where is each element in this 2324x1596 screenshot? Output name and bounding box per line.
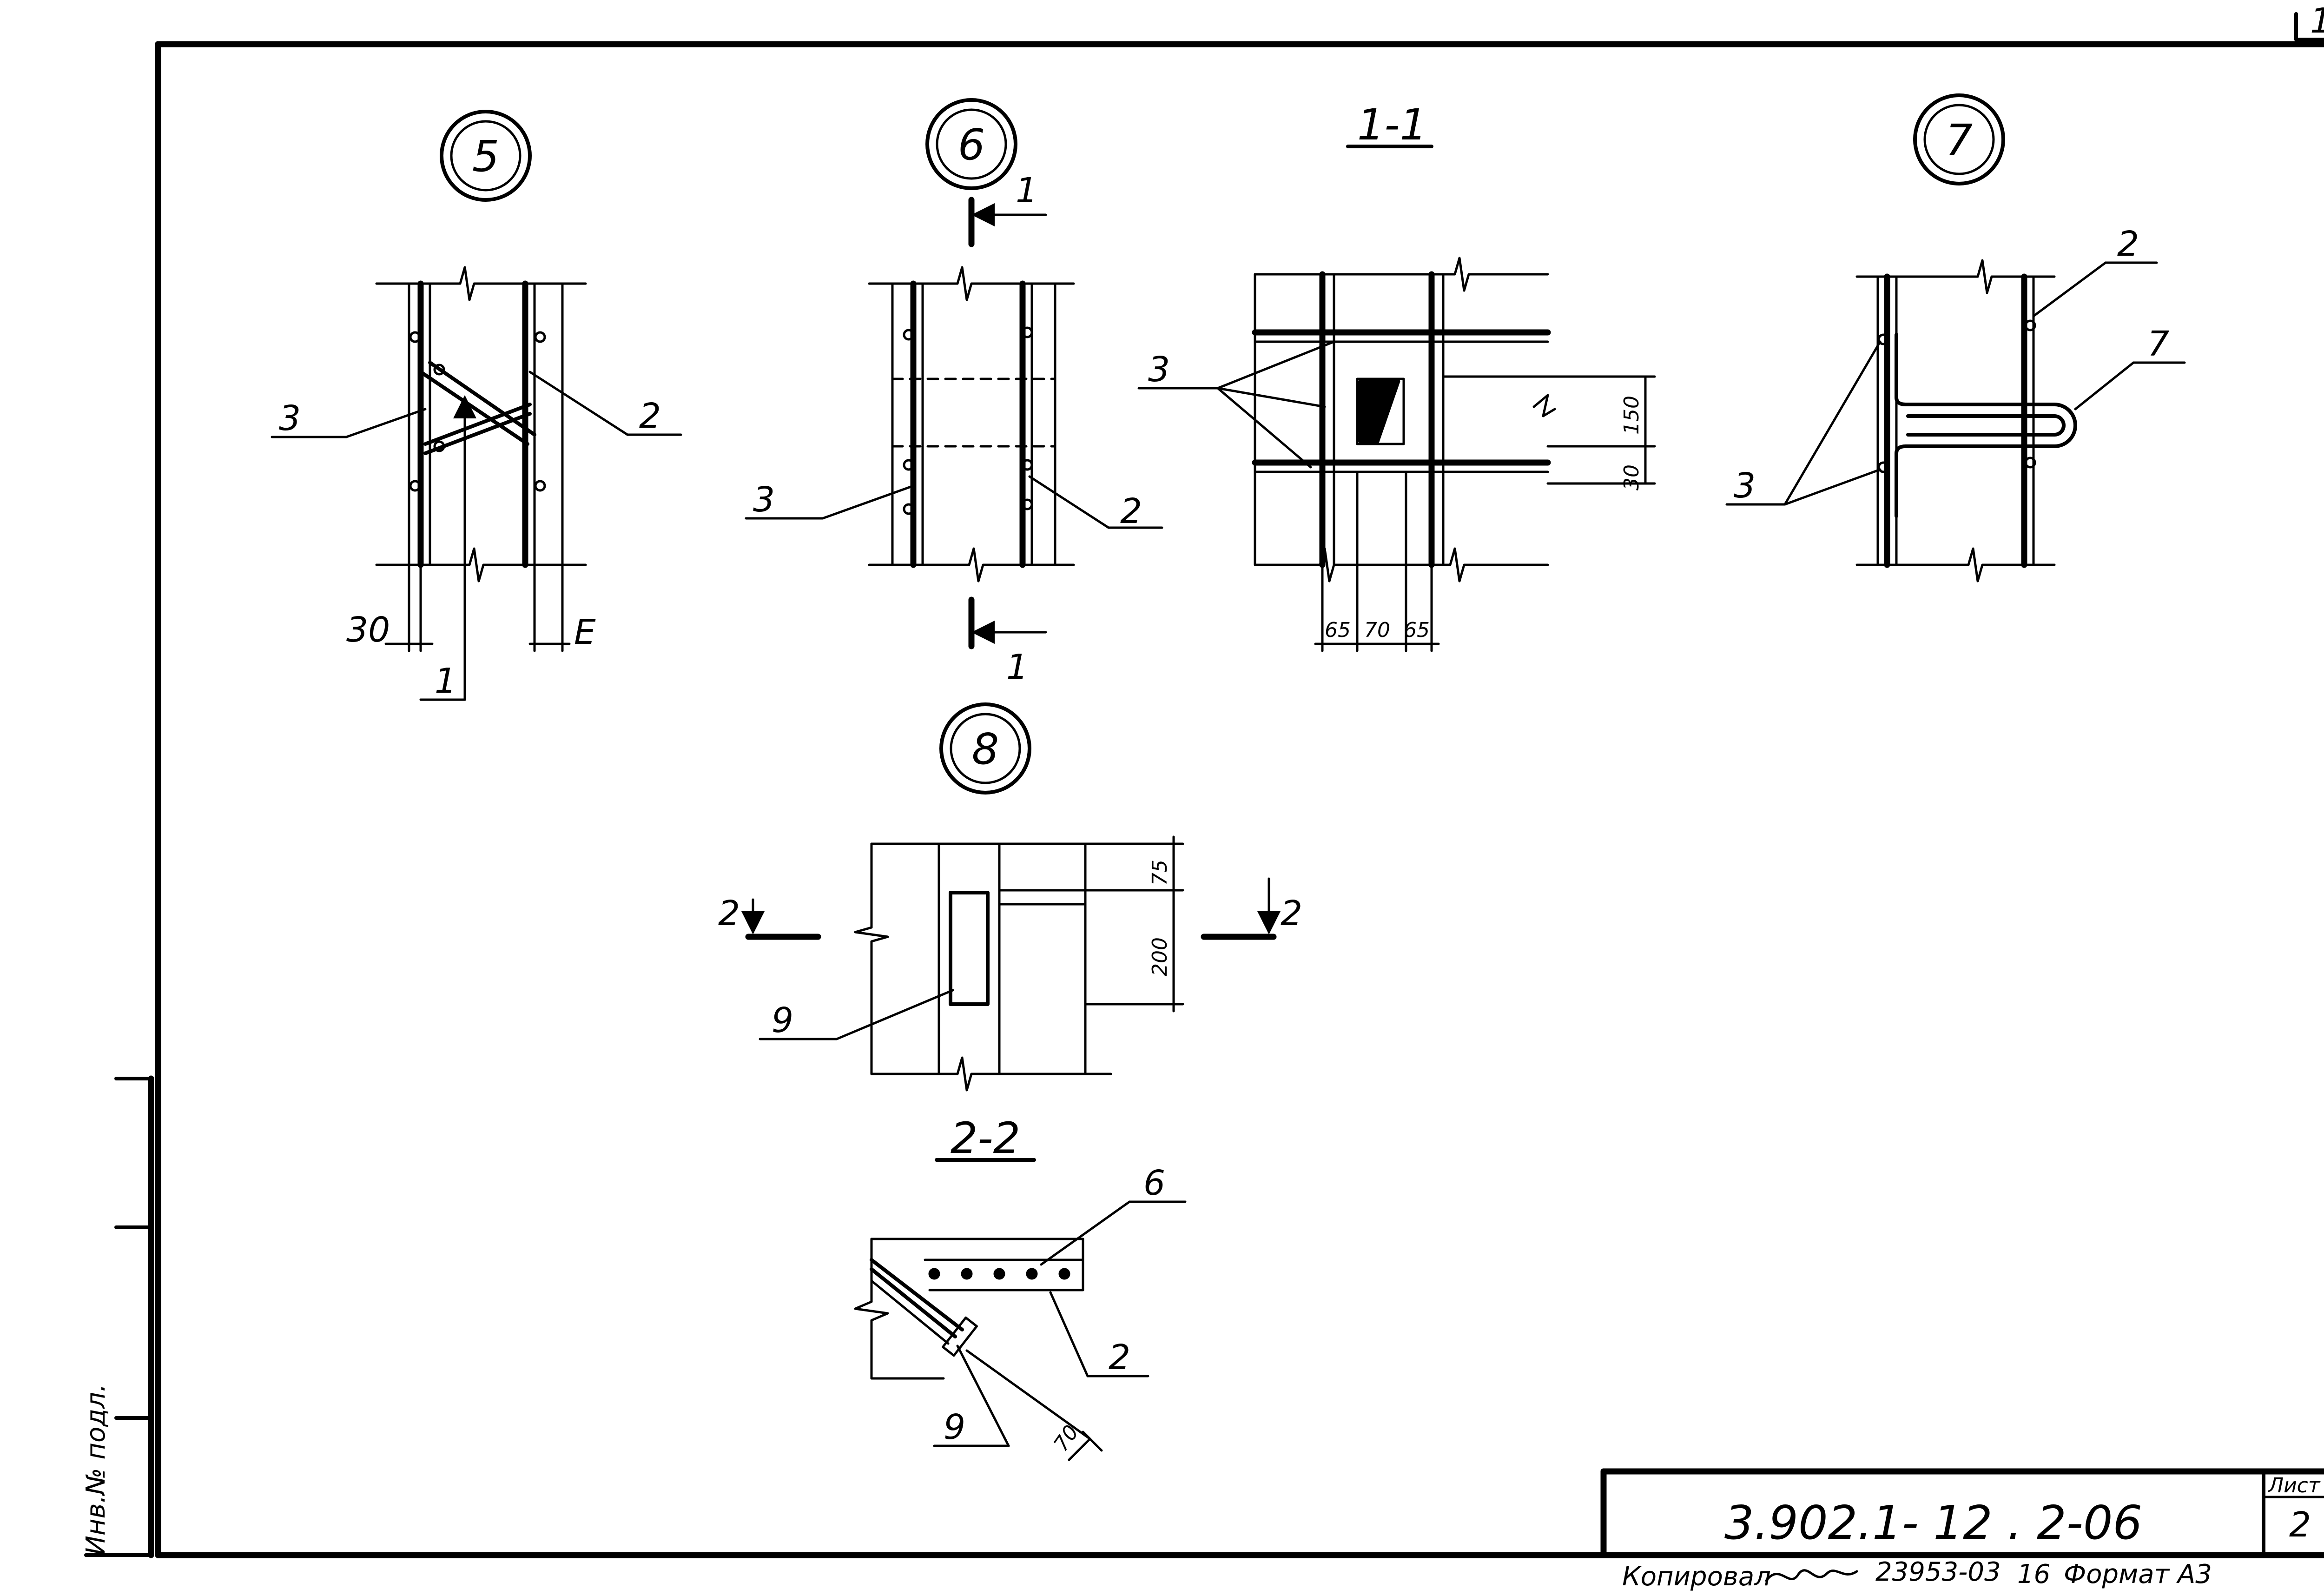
detail-6: 6 1 <box>745 98 1163 687</box>
detail-8-cut-right: 2 <box>1281 894 1302 934</box>
detail-7-leader-2: 2 <box>2117 224 2139 264</box>
detail-6-leader-3: 3 <box>753 480 775 520</box>
section-1-1-leader-3: 3 <box>1148 350 1170 390</box>
section-2-2: 2-2 <box>854 1113 1187 1461</box>
detail-5-number: 5 <box>472 132 500 181</box>
detail-8-dim-200: 200 <box>1148 937 1172 976</box>
detail-6-number: 6 <box>958 120 985 170</box>
detail-8-number: 8 <box>972 724 999 774</box>
footer-order-num: 16 <box>2017 1559 2050 1589</box>
sheet-corner-number: 15 <box>2310 1 2324 41</box>
section-1-1: 1-1 <box>1137 100 1656 652</box>
copier-signature <box>1765 1569 1858 1582</box>
footer-copied: Копировал <box>1622 1562 1771 1592</box>
section-1-1-dim-65b: 65 <box>1404 618 1430 642</box>
detail-5-dim-30: 30 <box>346 610 390 650</box>
section-1-1-title: 1-1 <box>1357 100 1427 150</box>
title-block <box>1600 1468 2324 1558</box>
footer-format: Формат А3 <box>2064 1559 2212 1589</box>
detail-8-cut-left: 2 <box>718 894 740 934</box>
footer-order: 23953-03 <box>1875 1557 2001 1587</box>
detail-8: 8 2 2 9 75 200 <box>718 702 1302 1092</box>
title-block-code: 3.902.1- 12 . 2-06 <box>1724 1496 2142 1550</box>
section-2-2-leader-9: 9 <box>944 1407 965 1447</box>
detail-6-section-top: 1 <box>1016 171 1037 211</box>
detail-7-leader-7: 7 <box>2147 324 2169 364</box>
section-1-1-dim-65a: 65 <box>1325 618 1351 642</box>
section-1-1-dim-70: 70 <box>1364 618 1390 642</box>
section-1-1-dim-30: 30 <box>1620 464 1644 490</box>
detail-5-dim-e: E <box>574 612 596 652</box>
detail-5-leader-3: 3 <box>279 398 301 438</box>
section-2-2-title: 2-2 <box>951 1113 1020 1163</box>
detail-7-number: 7 <box>1946 115 1973 165</box>
title-block-sheet-number: 2 <box>2289 1505 2311 1545</box>
title-block-sheet-label: Лист <box>2267 1474 2321 1497</box>
section-2-2-leader-2: 2 <box>1109 1338 1130 1377</box>
sheet-frame <box>84 12 2324 1558</box>
section-2-2-leader-6: 6 <box>1143 1163 1165 1203</box>
side-stamp: Инв.№ подл. <box>81 1384 111 1555</box>
detail-7: 7 2 7 3 <box>1725 93 2186 583</box>
detail-5-section-mark: 1 <box>435 661 456 701</box>
section-1-1-dim-150: 150 <box>1620 396 1644 435</box>
footer: Копировал 23953-03 16 Формат А3 <box>1622 1557 2212 1592</box>
detail-8-dim-75: 75 <box>1148 860 1172 886</box>
detail-5: 5 <box>271 110 682 701</box>
detail-6-leader-2: 2 <box>1120 491 1142 531</box>
detail-8-leader-9: 9 <box>772 1000 793 1040</box>
detail-6-section-bottom: 1 <box>1006 647 1028 687</box>
detail-5-leader-2: 2 <box>639 396 661 436</box>
detail-7-leader-3: 3 <box>1734 466 1756 506</box>
